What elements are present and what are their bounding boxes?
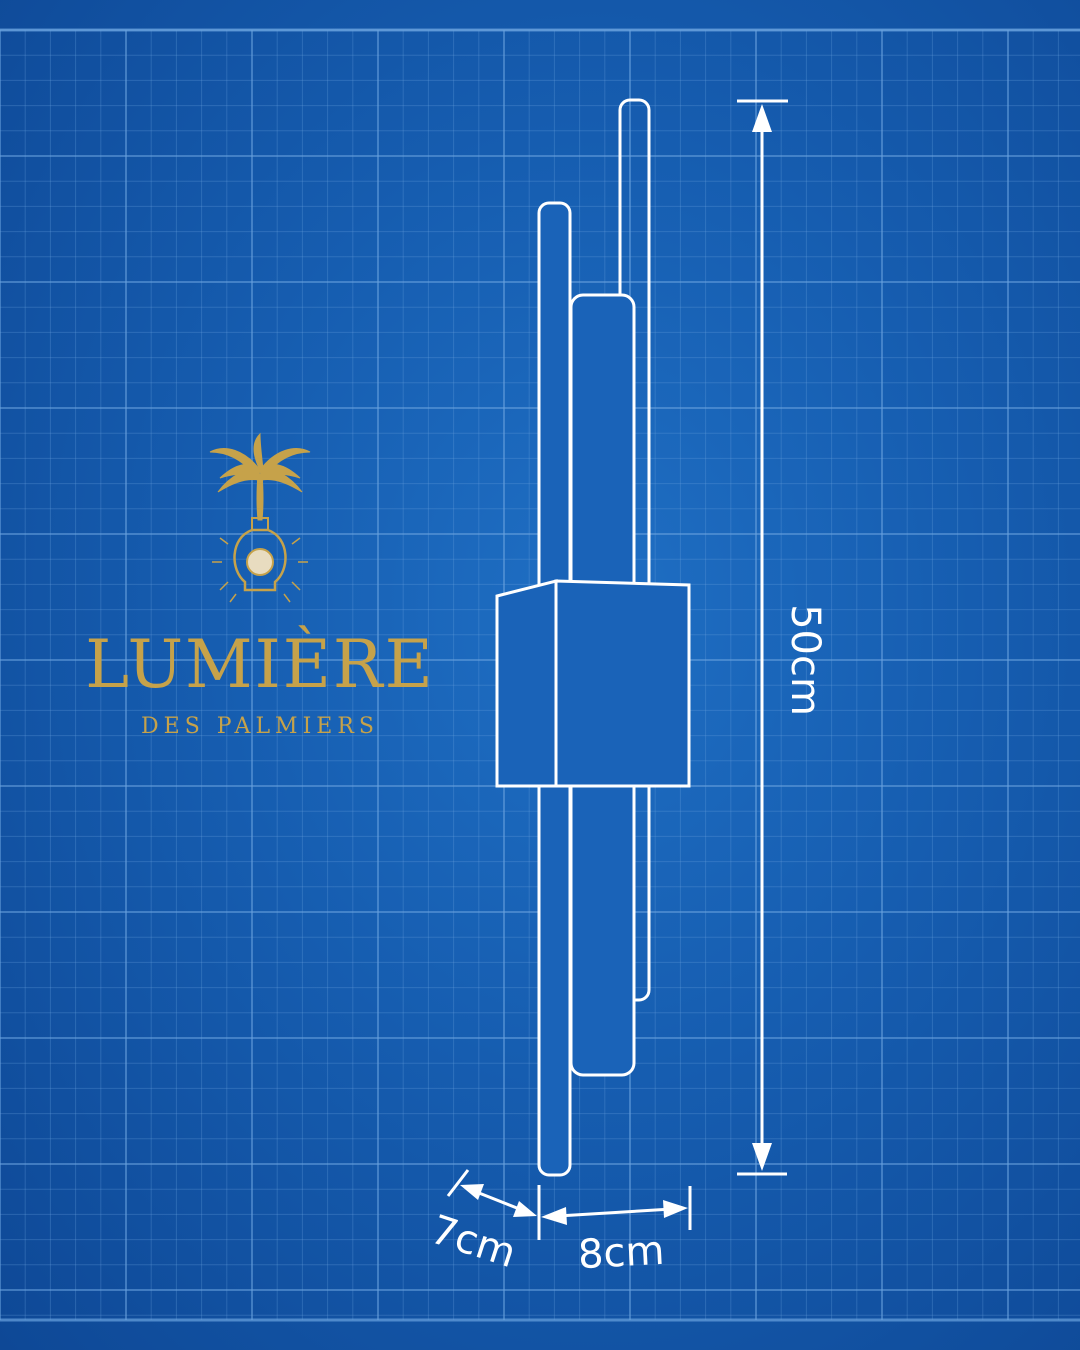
width-dimension-line (557, 1207, 673, 1218)
width-arrow-right-icon (663, 1200, 688, 1218)
depth-dimension-line (473, 1189, 523, 1212)
depth-arrow-right-icon (513, 1201, 537, 1217)
palm-bulb-icon (209, 432, 311, 603)
width-arrow-left-icon (541, 1207, 567, 1225)
brand-logo: LUMIÈRE DES PALMIERS (70, 430, 450, 738)
mount-block-side (554, 579, 691, 788)
depth-tick-left (446, 1169, 470, 1197)
mount-block-front (495, 579, 558, 788)
height-arrow-up-icon (752, 104, 772, 132)
height-arrow-down-icon (752, 1143, 772, 1171)
depth-arrow-left-icon (460, 1184, 484, 1200)
brand-tagline: DES PALMIERS (141, 714, 379, 739)
width-label: 8cm (576, 1227, 666, 1279)
height-label: 50cm (782, 604, 828, 716)
brand-name: LUMIÈRE (85, 626, 435, 703)
